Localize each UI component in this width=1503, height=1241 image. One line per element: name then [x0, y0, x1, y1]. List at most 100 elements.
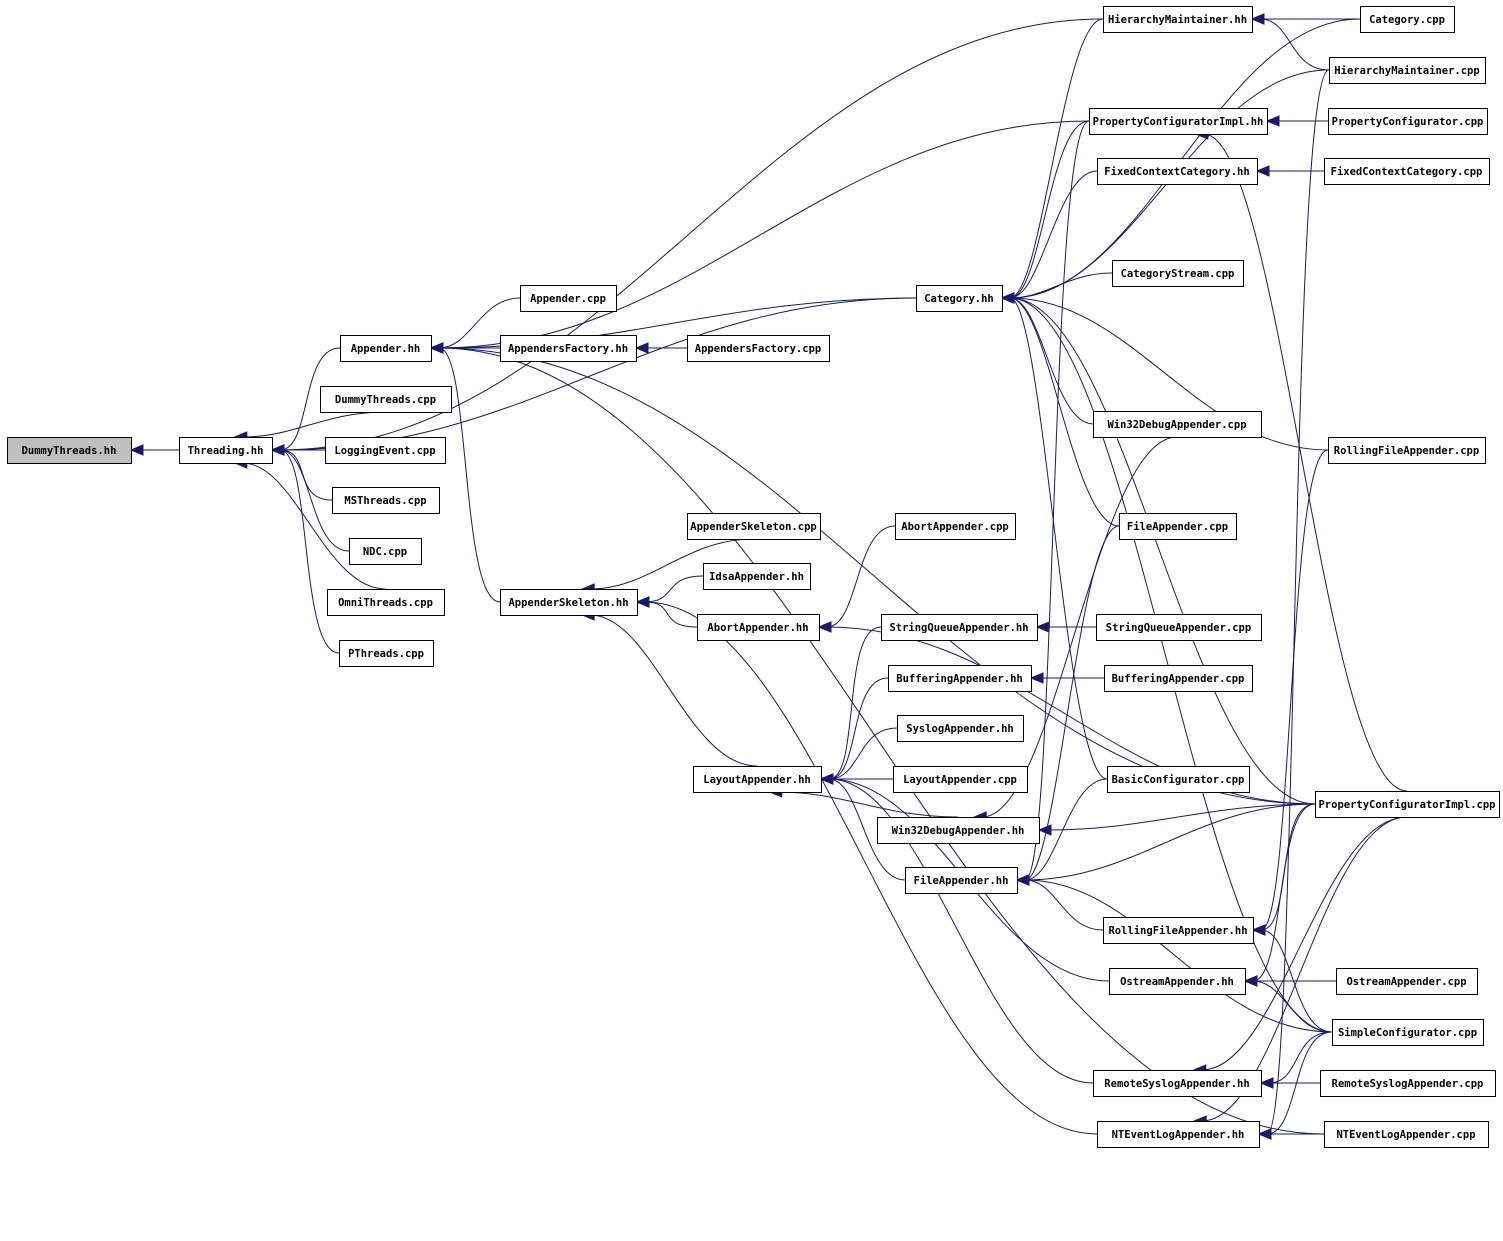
node-hierarchymaintainer-cpp[interactable]: HierarchyMaintainer.cpp	[1329, 57, 1486, 84]
node-hierarchymaintainer-hh[interactable]: HierarchyMaintainer.hh	[1103, 6, 1253, 33]
node-idsaappender-hh[interactable]: IdsaAppender.hh	[703, 563, 811, 590]
arrowhead-icon	[1243, 975, 1258, 987]
dependency-edge	[1252, 803, 1316, 982]
node-label: BasicConfigurator.cpp	[1112, 774, 1245, 786]
node-nteventlogappender-cpp[interactable]: NTEventLogAppender.cpp	[1324, 1121, 1489, 1148]
node-categorystream-cpp[interactable]: CategoryStream.cpp	[1112, 260, 1244, 287]
dependency-edge	[828, 778, 1094, 1084]
node-label: SimpleConfigurator.cpp	[1338, 1027, 1477, 1039]
node-fileappender-hh[interactable]: FileAppender.hh	[905, 867, 1018, 894]
dependency-edge	[438, 120, 1090, 349]
node-ndc-cpp[interactable]: NDC.cpp	[349, 538, 422, 565]
arrowhead-icon	[819, 773, 834, 785]
node-remotesyslogappender-cpp[interactable]: RemoteSyslogAppender.cpp	[1320, 1070, 1496, 1097]
node-appenderskeleton-cpp[interactable]: AppenderSkeleton.cpp	[687, 513, 821, 540]
node-abortappender-hh[interactable]: AbortAppender.hh	[697, 614, 820, 641]
node-label: Category.hh	[924, 293, 994, 305]
node-rollingfileappender-cpp[interactable]: RollingFileAppender.cpp	[1328, 437, 1486, 464]
dependency-edge	[1009, 170, 1098, 299]
node-box	[893, 766, 1028, 793]
node-abortappender-cpp[interactable]: AbortAppender.cpp	[895, 513, 1016, 540]
node-label: Win32DebugAppender.hh	[892, 825, 1025, 837]
node-fixedcontextcategory-cpp[interactable]: FixedContextCategory.cpp	[1324, 158, 1490, 185]
arrowhead-icon	[1000, 292, 1015, 304]
node-box	[1096, 614, 1262, 641]
node-loggingevent-cpp[interactable]: LoggingEvent.cpp	[325, 437, 446, 464]
node-label: HierarchyMaintainer.hh	[1108, 14, 1247, 26]
node-box	[349, 538, 422, 565]
node-ostreamappender-hh[interactable]: OstreamAppender.hh	[1109, 968, 1246, 995]
node-category-hh[interactable]: Category.hh	[916, 285, 1003, 312]
dependency-edge	[982, 436, 1178, 818]
node-box	[905, 867, 1018, 894]
dependency-edge	[279, 297, 917, 451]
node-nteventlogappender-hh[interactable]: NTEventLogAppender.hh	[1097, 1121, 1260, 1148]
node-appendersfactory-cpp[interactable]: AppendersFactory.cpp	[687, 335, 830, 362]
node-box	[1103, 917, 1254, 944]
node-label: AbortAppender.cpp	[901, 521, 1008, 533]
node-msthreads-cpp[interactable]: MSThreads.cpp	[332, 487, 440, 514]
node-label: AppenderSkeleton.hh	[508, 597, 628, 609]
node-propertyconfigurator-cpp[interactable]: PropertyConfigurator.cpp	[1328, 108, 1488, 135]
node-propertyconfiguratorimpl-hh[interactable]: PropertyConfiguratorImpl.hh	[1089, 108, 1268, 135]
node-box	[320, 386, 452, 413]
node-label: StringQueueAppender.hh	[889, 622, 1028, 634]
node-simpleconfigurator-cpp[interactable]: SimpleConfigurator.cpp	[1332, 1019, 1484, 1046]
node-label: MSThreads.cpp	[344, 495, 426, 507]
arrowhead-icon	[1250, 13, 1265, 25]
node-appenderskeleton-hh[interactable]: AppenderSkeleton.hh	[500, 589, 638, 616]
node-rollingfileappender-hh[interactable]: RollingFileAppender.hh	[1103, 917, 1254, 944]
node-win32debugappender-cpp[interactable]: Win32DebugAppender.cpp	[1093, 411, 1262, 438]
node-dummythreads-cpp[interactable]: DummyThreads.cpp	[320, 386, 452, 413]
node-box	[1097, 1121, 1260, 1148]
node-appender-hh[interactable]: Appender.hh	[340, 335, 432, 362]
dependency-edge	[279, 449, 333, 501]
node-pthreads-cpp[interactable]: PThreads.cpp	[339, 640, 434, 667]
dependency-edge	[279, 449, 350, 552]
node-box	[1093, 1070, 1262, 1097]
dependency-edge	[590, 614, 758, 767]
dependency-edge	[1009, 297, 1108, 780]
node-threading-hh[interactable]: Threading.hh	[179, 437, 273, 464]
dependency-edge	[828, 778, 906, 881]
node-label: PropertyConfiguratorImpl.cpp	[1318, 799, 1495, 811]
node-fixedcontextcategory-hh[interactable]: FixedContextCategory.hh	[1097, 158, 1258, 185]
node-box	[327, 589, 445, 616]
node-bufferingappender-hh[interactable]: BufferingAppender.hh	[888, 665, 1032, 692]
node-propertyconfiguratorimpl-cpp[interactable]: PropertyConfiguratorImpl.cpp	[1315, 791, 1500, 818]
node-stringqueueappender-cpp[interactable]: StringQueueAppender.cpp	[1096, 614, 1262, 641]
node-box	[1093, 411, 1262, 438]
node-category-cpp[interactable]: Category.cpp	[1360, 6, 1455, 33]
arrowhead-icon	[1255, 165, 1270, 177]
node-win32debugappender-hh[interactable]: Win32DebugAppender.hh	[877, 817, 1040, 844]
node-ostreamappender-cpp[interactable]: OstreamAppender.cpp	[1336, 968, 1478, 995]
node-box	[1324, 1121, 1489, 1148]
node-fileappender-cpp[interactable]: FileAppender.cpp	[1119, 513, 1237, 540]
dependency-edge	[438, 297, 521, 349]
node-syslogappender-hh[interactable]: SyslogAppender.hh	[897, 715, 1024, 742]
node-box	[1324, 158, 1490, 185]
node-basicconfigurator-cpp[interactable]: BasicConfigurator.cpp	[1107, 766, 1250, 793]
node-appender-cpp[interactable]: Appender.cpp	[520, 285, 617, 312]
dependency-edge	[1259, 18, 1330, 71]
dependency-edge	[279, 449, 340, 654]
node-label: Appender.hh	[351, 343, 421, 355]
node-bufferingappender-cpp[interactable]: BufferingAppender.cpp	[1104, 665, 1253, 692]
node-layoutappender-hh[interactable]: LayoutAppender.hh	[693, 766, 822, 793]
node-omnithreads-cpp[interactable]: OmniThreads.cpp	[327, 589, 445, 616]
dependency-edge	[1266, 69, 1330, 1135]
node-label: OstreamAppender.cpp	[1346, 976, 1466, 988]
node-label: FileAppender.hh	[914, 875, 1009, 887]
arrowhead-icon	[817, 621, 832, 633]
node-appendersfactory-hh[interactable]: AppendersFactory.hh	[500, 335, 637, 362]
node-label: Appender.cpp	[530, 293, 606, 305]
arrowhead-icon	[1029, 672, 1044, 684]
node-label: HierarchyMaintainer.cpp	[1334, 65, 1479, 77]
node-layoutappender-cpp[interactable]: LayoutAppender.cpp	[893, 766, 1028, 793]
node-remotesyslogappender-hh[interactable]: RemoteSyslogAppender.hh	[1093, 1070, 1262, 1097]
node-label: BufferingAppender.hh	[896, 673, 1022, 685]
dependency-edge	[1024, 778, 1108, 881]
node-dummythreads-hh[interactable]: DummyThreads.hh	[7, 437, 132, 464]
dependency-edge	[777, 791, 959, 818]
node-stringqueueappender-hh[interactable]: StringQueueAppender.hh	[881, 614, 1038, 641]
